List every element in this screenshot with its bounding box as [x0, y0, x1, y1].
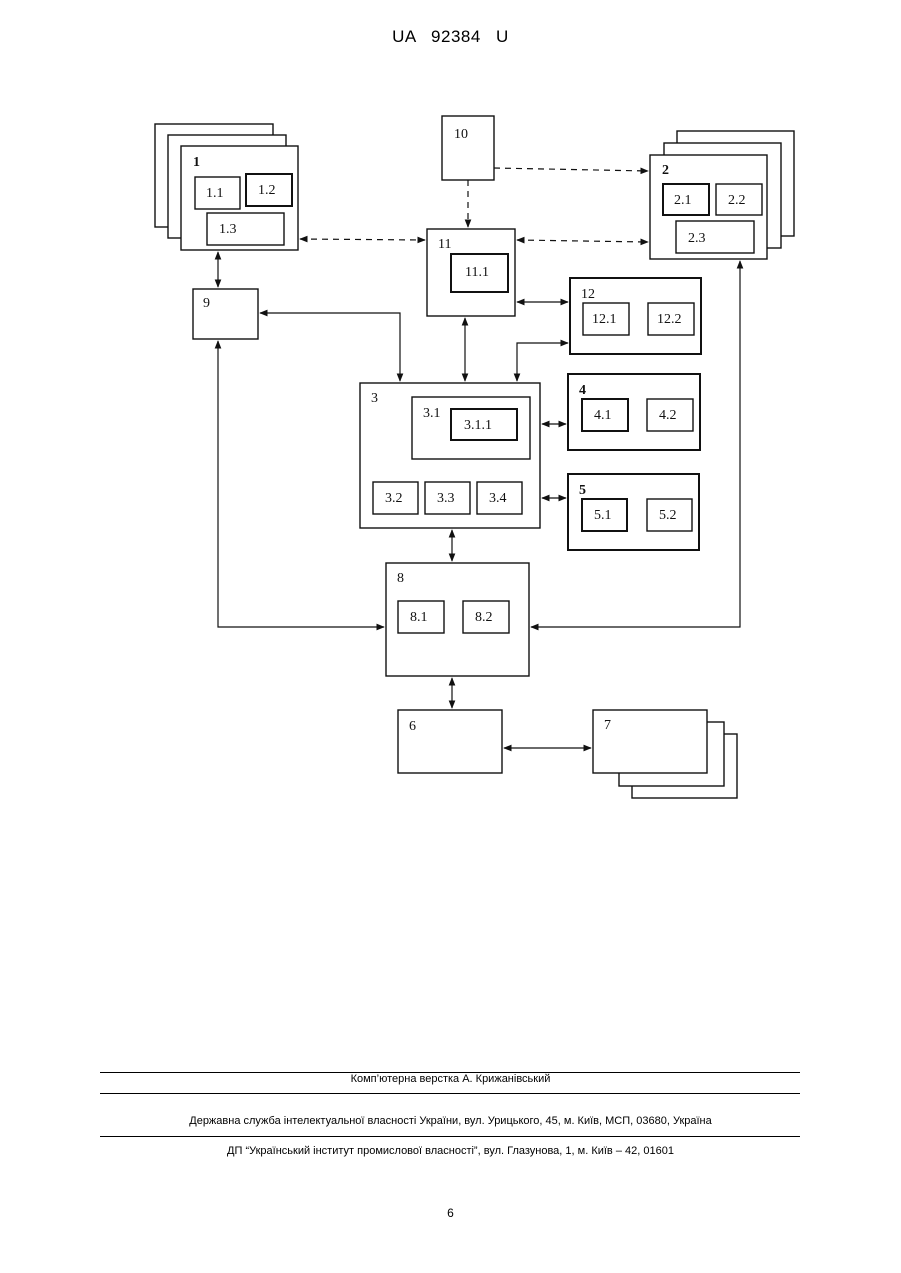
page-number: 6 — [0, 1206, 901, 1220]
connector-9-3 — [260, 313, 400, 381]
label-5: 5 — [579, 483, 586, 498]
label-4-2: 4.2 — [659, 408, 677, 423]
label-2-3: 2.3 — [688, 231, 706, 246]
footer-divider-bottom — [100, 1136, 800, 1137]
label-8-2: 8.2 — [475, 610, 493, 625]
label-3-3: 3.3 — [437, 491, 455, 506]
label-4: 4 — [579, 383, 586, 398]
connector-10-to-2 — [494, 168, 648, 171]
label-3-1-1: 3.1.1 — [464, 418, 492, 433]
label-11: 11 — [438, 237, 451, 252]
footer-divider-middle — [100, 1093, 800, 1094]
footer-layout-credit: Комп’ютерна верстка А. Крижанівський — [0, 1073, 901, 1085]
label-2: 2 — [662, 163, 669, 178]
label-2-2: 2.2 — [728, 193, 746, 208]
label-6: 6 — [409, 719, 416, 734]
label-7: 7 — [604, 718, 611, 733]
label-3-2: 3.2 — [385, 491, 403, 506]
connector-1-11 — [300, 239, 425, 240]
label-12-1: 12.1 — [592, 312, 617, 327]
block-10 — [442, 116, 494, 180]
label-1-2: 1.2 — [258, 183, 276, 198]
label-5-2: 5.2 — [659, 508, 677, 523]
label-3-4: 3.4 — [489, 491, 507, 506]
label-4-1: 4.1 — [594, 408, 612, 423]
label-3-1: 3.1 — [423, 406, 441, 421]
connector-11-2 — [517, 240, 648, 242]
label-12: 12 — [581, 287, 595, 302]
label-5-1: 5.1 — [594, 508, 612, 523]
label-9: 9 — [203, 296, 210, 311]
label-1: 1 — [193, 155, 200, 170]
connector-12-3 — [517, 343, 568, 381]
label-1-1: 1.1 — [206, 186, 224, 201]
label-11-1: 11.1 — [465, 265, 489, 280]
label-8: 8 — [397, 571, 404, 586]
label-10: 10 — [454, 127, 468, 142]
label-2-1: 2.1 — [674, 193, 692, 208]
connector-9-8 — [218, 341, 384, 627]
label-1-3: 1.3 — [219, 222, 237, 237]
footer-agency-address: Державна служба інтелектуальної власност… — [0, 1115, 901, 1127]
footer-institute-address: ДП “Український інститут промислової вла… — [0, 1145, 901, 1157]
label-8-1: 8.1 — [410, 610, 428, 625]
label-3: 3 — [371, 391, 378, 406]
label-12-2: 12.2 — [657, 312, 682, 327]
